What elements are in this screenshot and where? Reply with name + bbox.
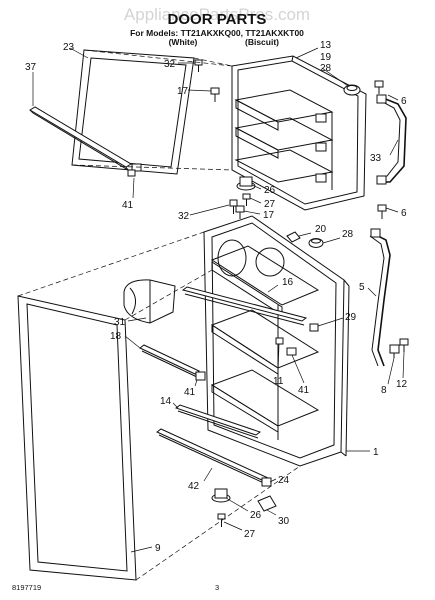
callout-28-top: 28 — [320, 63, 332, 74]
callout-33: 33 — [370, 153, 382, 164]
callout-5: 5 — [359, 282, 365, 293]
callout-9: 9 — [155, 543, 161, 554]
models-line: For Models: TT21AKXKQ00, TT21AKXKT00 — [130, 28, 304, 38]
clip-20 — [286, 231, 301, 243]
screw-6-mid — [377, 204, 387, 219]
callout-31: 31 — [114, 317, 126, 328]
freezer-door-gasket — [71, 49, 195, 175]
callout-1: 1 — [373, 447, 379, 458]
callout-19: 19 — [320, 52, 332, 63]
hinge-bushing-26-top — [236, 176, 256, 191]
shelf-clip-41-left — [195, 371, 206, 381]
callout-30: 30 — [278, 516, 290, 527]
callout-17-top: 17 — [177, 86, 189, 97]
callout-23: 23 — [63, 42, 75, 53]
fresh-food-door-liner — [203, 215, 350, 467]
handle-screw-12 — [399, 338, 409, 352]
models-biscuit-label: (Biscuit) — [245, 37, 279, 47]
callout-27-bottom: 27 — [244, 529, 256, 540]
callout-32-top: 32 — [164, 59, 176, 70]
hinge-pin-17-top — [210, 87, 220, 102]
screw-32-mid — [229, 199, 238, 214]
page-number: 3 — [215, 583, 219, 592]
callout-leaders — [32, 47, 405, 553]
callout-6-mid: 6 — [401, 208, 407, 219]
callout-37: 37 — [25, 62, 37, 73]
callout-41-right: 41 — [298, 385, 310, 396]
freezer-trim-strip — [29, 106, 132, 171]
callout-13: 13 — [320, 40, 332, 51]
callout-41-top: 41 — [122, 200, 134, 211]
trim-end-24 — [261, 477, 272, 487]
shelf-clip-41-right — [286, 347, 297, 356]
plug-28-mid — [308, 238, 324, 248]
callout-6-top: 6 — [401, 96, 407, 107]
shelf-trim-18 — [139, 344, 200, 378]
lower-trim-14 — [174, 404, 262, 439]
callout-labels: 23 37 32 17 13 19 28 6 33 26 27 41 32 17… — [25, 40, 408, 554]
callout-41-left: 41 — [184, 387, 196, 398]
handle-mount-8 — [389, 344, 400, 358]
callout-12: 12 — [396, 379, 408, 390]
callout-11: 11 — [273, 376, 284, 387]
callout-42: 42 — [188, 481, 200, 492]
watermark-text: AppliancePartsPros.com — [124, 5, 310, 24]
hinge-pin-17-mid — [235, 205, 245, 219]
hinge-bushing-26-bottom — [211, 488, 231, 503]
callout-26-bottom: 26 — [250, 510, 262, 521]
diagram-title: DOOR PARTS — [168, 11, 267, 28]
freezer-handle — [376, 94, 407, 185]
callout-28-mid: 28 — [342, 229, 354, 240]
callout-24: 24 — [278, 475, 290, 486]
callout-17-mid: 17 — [263, 210, 275, 221]
shelf-bar-16 — [181, 286, 308, 326]
models-white-label: (White) — [169, 37, 198, 47]
fresh-food-handle — [369, 228, 391, 367]
shelf-bar-29 — [309, 323, 319, 332]
callout-14: 14 — [160, 396, 172, 407]
callout-32-mid: 32 — [178, 211, 190, 222]
screw-27-top — [242, 193, 251, 206]
callout-16: 16 — [282, 277, 294, 288]
dairy-bin-31 — [123, 279, 176, 324]
plug-28-top — [343, 84, 361, 96]
document-number: 8197719 — [12, 583, 41, 592]
callout-26-top: 26 — [264, 185, 276, 196]
freezer-door-liner — [231, 55, 367, 211]
screw-6-top — [374, 80, 384, 94]
callout-18: 18 — [110, 331, 122, 342]
assembly-lines — [17, 49, 301, 581]
callout-29: 29 — [345, 312, 357, 323]
callout-20: 20 — [315, 224, 327, 235]
callout-8: 8 — [381, 385, 387, 396]
callout-27-top: 27 — [264, 199, 276, 210]
hinge-bracket-30 — [257, 495, 277, 512]
shelf-clip-11 — [275, 337, 284, 345]
bottom-trim-42 — [156, 428, 269, 485]
trim-clip-upper — [127, 163, 142, 177]
